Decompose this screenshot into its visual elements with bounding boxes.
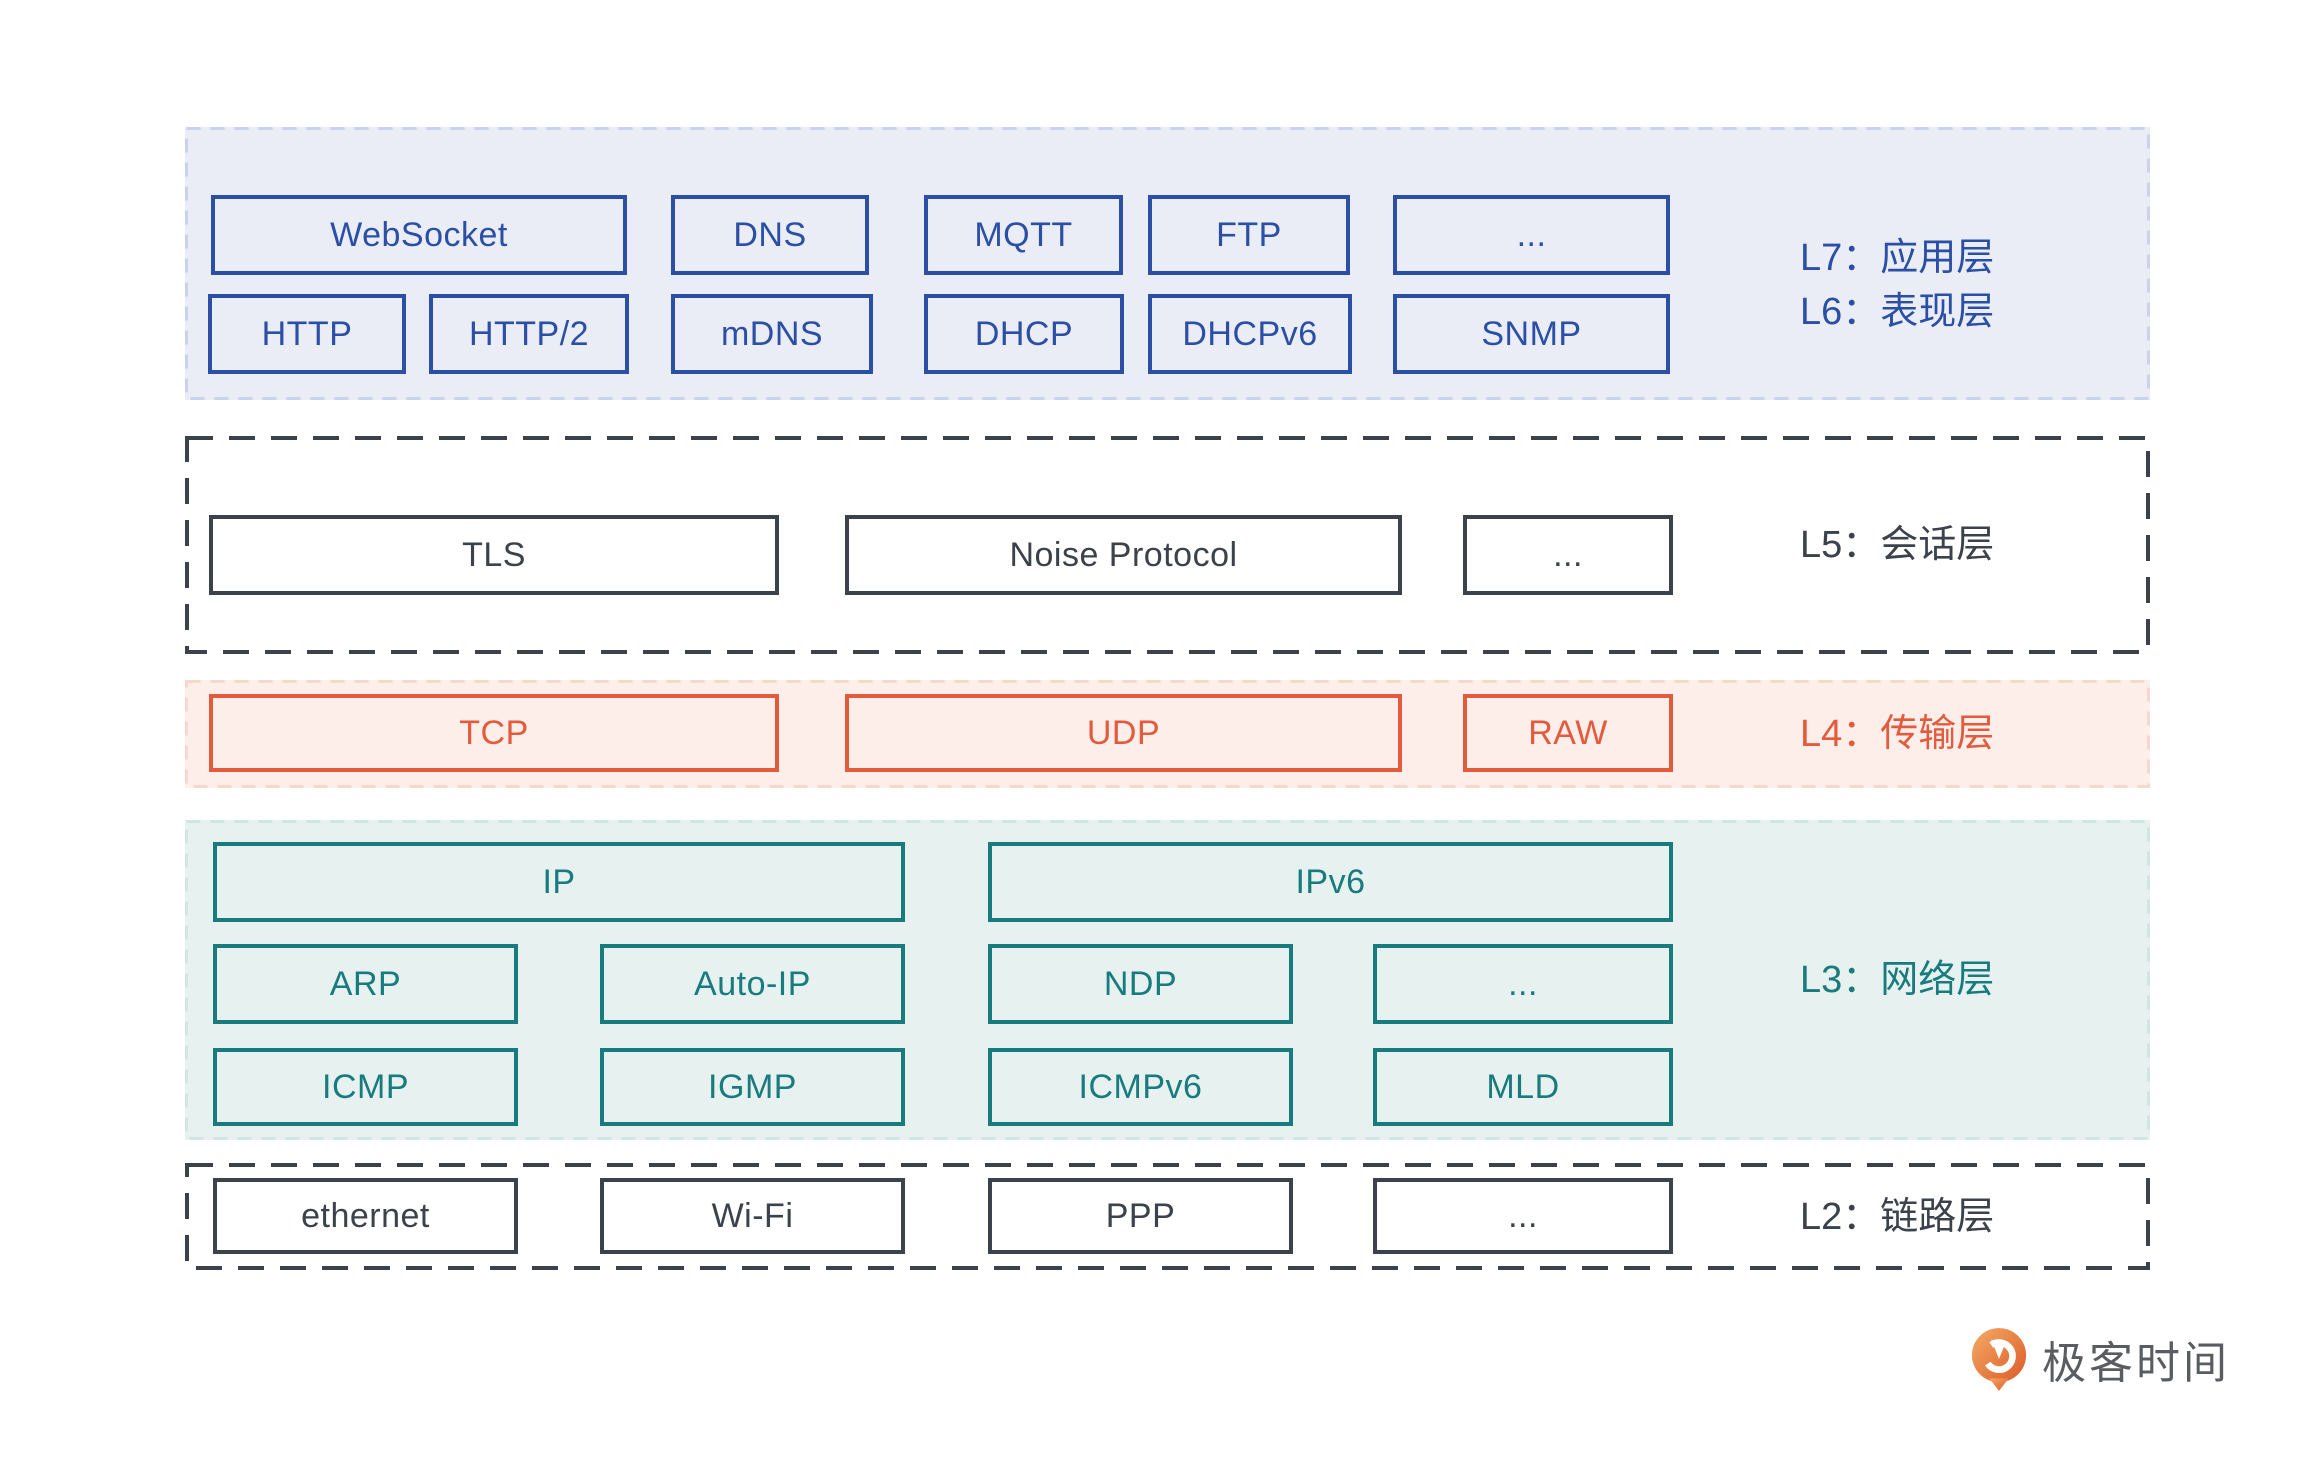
protocol-box-auto-ip: Auto-IP [600,944,905,1024]
protocol-box-more-l2: ... [1373,1178,1673,1254]
protocol-box-ip: IP [213,842,905,922]
protocol-box-mqtt: MQTT [924,195,1123,275]
layer-label-l4: L4：传输层 [1800,713,1995,755]
layer-label-l7: L7：应用层 [1800,237,1995,279]
protocol-box-ipv6: IPv6 [988,842,1673,922]
protocol-box-icmpv6: ICMPv6 [988,1048,1293,1126]
protocol-box-http: HTTP [208,294,406,374]
protocol-box-noise-protocol: Noise Protocol [845,515,1402,595]
layer-band-l5: TLS Noise Protocol ... L5：会话层 [185,436,2150,654]
protocol-box-arp: ARP [213,944,518,1024]
layer-label-l5: L5：会话层 [1800,524,1995,566]
protocol-box-http2: HTTP/2 [429,294,629,374]
protocol-box-more-l7-row1: ... [1393,195,1670,275]
protocol-box-more-l3: ... [1373,944,1673,1024]
layer-band-l4: TCP UDP RAW L4：传输层 [185,680,2150,788]
layer-label-l7-l6: L7：应用层 L6：表现层 [1800,231,1994,339]
protocol-box-ftp: FTP [1148,195,1350,275]
protocol-box-websocket: WebSocket [211,195,627,275]
protocol-box-mdns: mDNS [671,294,873,374]
protocol-box-igmp: IGMP [600,1048,905,1126]
layer-label-l2: L2：链路层 [1800,1195,1995,1238]
protocol-box-dns: DNS [671,195,869,275]
protocol-box-dhcpv6: DHCPv6 [1148,294,1352,374]
layer-band-l3: IP IPv6 ARP Auto-IP NDP ... ICMP IGMP IC… [185,820,2150,1140]
protocol-box-tcp: TCP [209,694,779,772]
protocol-box-dhcp: DHCP [924,294,1124,374]
protocol-box-wifi: Wi-Fi [600,1178,905,1254]
geektime-logo-text: 极客时间 [2042,1339,2230,1388]
geektime-logo-icon [1971,1328,2027,1391]
protocol-box-tls: TLS [209,515,779,595]
protocol-box-mld: MLD [1373,1048,1673,1126]
protocol-box-udp: UDP [845,694,1402,772]
protocol-box-ppp: PPP [988,1178,1293,1254]
layer-band-l2: ethernet Wi-Fi PPP ... L2：链路层 [185,1163,2150,1270]
protocol-box-ndp: NDP [988,944,1293,1024]
protocol-box-raw: RAW [1463,694,1673,772]
layer-band-l7-l6: WebSocket DNS MQTT FTP ... HTTP HTTP/2 m… [185,127,2150,400]
protocol-box-ethernet: ethernet [213,1178,518,1254]
protocol-box-more-l5: ... [1463,515,1673,595]
geektime-logo: 极客时间 [1970,1326,2230,1392]
layer-label-l6: L6：表现层 [1800,291,1995,333]
protocol-box-snmp: SNMP [1393,294,1670,374]
protocol-box-icmp: ICMP [213,1048,518,1126]
layer-label-l3: L3：网络层 [1800,959,1995,1001]
